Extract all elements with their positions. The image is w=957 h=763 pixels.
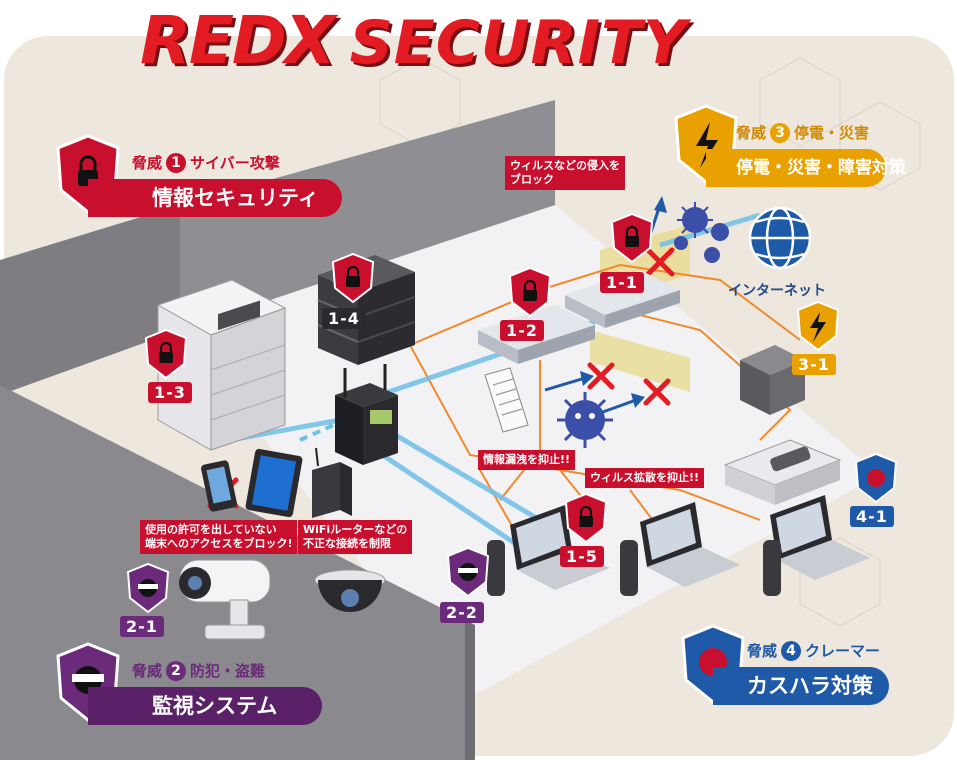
callout-unauthorized-access: 使用の許可を出していない 端末へのアクセスをブロック! (140, 520, 298, 554)
virus-arrowhead-left (580, 371, 594, 386)
virus-arrow-right (599, 398, 637, 415)
tablet-icon (245, 448, 303, 518)
label-2-2: 2-2 (440, 602, 484, 623)
label-1-5: 1-5 (560, 546, 604, 567)
threat-3-heading: 脅威 3 停電・災害 (706, 122, 886, 143)
callout-wifi-line2: 不正な接続を制限 (303, 537, 391, 550)
wifi-router-rogue (312, 447, 352, 518)
threat-2-number: 2 (166, 660, 187, 681)
callout-spread: ウィルス拡散を抑止!! (585, 468, 705, 488)
internet-label: インターネット (728, 283, 826, 299)
cordless-phones (487, 540, 781, 596)
threat-3-number: 3 (770, 122, 791, 143)
shield-mask-2-1 (126, 562, 170, 614)
callout-unauthorized-line1: 使用の許可を出していない (145, 523, 277, 536)
threat-1-prefix: 脅威 (132, 154, 163, 172)
laptop-right (770, 495, 870, 580)
label-1-1: 1-1 (600, 272, 644, 293)
threat-2-prefix: 脅威 (132, 662, 163, 680)
wifi-router-center (335, 364, 398, 465)
virus-icon-center (557, 392, 613, 448)
threat-1-title: 情報セキュリティ (88, 179, 342, 217)
back-wall (180, 100, 555, 330)
shield-lock-1-1 (610, 212, 654, 264)
brand-redx: REDX (140, 2, 336, 79)
callout-wifi-restrict: WiFiルーターなどの 不正な接続を制限 (298, 520, 413, 554)
front-wall-edge (465, 620, 475, 760)
threat-1-name: サイバー攻撃 (190, 154, 280, 172)
shield-lock-1-3 (144, 328, 188, 380)
callout-wifi-line1: WiFiルーターなどの (303, 523, 408, 536)
virus-spikes-top (677, 202, 713, 238)
threat-4-heading: 脅威 4 クレーマー (713, 640, 889, 661)
threat-2-name: 防犯・盗難 (190, 662, 266, 680)
virus-arrowhead-top (654, 196, 667, 213)
brand-security: SECURITY (349, 8, 688, 78)
internet-globe-icon (748, 206, 812, 270)
callout-leak: 情報漏洩を抑止!! (478, 450, 576, 470)
threat-3-prefix: 脅威 (736, 124, 767, 142)
smartphone-icon (201, 460, 237, 512)
label-1-2: 1-2 (500, 320, 544, 341)
left-wall-top (0, 205, 180, 395)
shield-mask-2-2 (446, 546, 490, 598)
threat-3-callout: 脅威 3 停電・災害 停電・災害・障害対策 (706, 122, 906, 187)
ups-box-3-1 (740, 345, 805, 415)
threat-4-number: 4 (781, 640, 802, 661)
threat-1-number: 1 (166, 152, 187, 173)
callout-unauthorized-line2: 端末へのアクセスをブロック! (145, 537, 293, 550)
virus-arrowhead-right (631, 393, 645, 408)
threat-4-callout: 脅威 4 クレーマー カスハラ対策 (713, 640, 889, 705)
firewall-pane-middle (590, 330, 690, 392)
threat-2-title: 監視システム (88, 687, 322, 725)
threat-1-callout: 脅威 1 サイバー攻撃 情報セキュリティ (88, 152, 342, 217)
label-3-1: 3-1 (792, 354, 836, 375)
desk-telephone (723, 439, 842, 505)
document-icon (484, 367, 529, 433)
dome-camera (314, 569, 386, 612)
shield-lock-1-4 (331, 252, 375, 304)
callout-virus-block: ウィルスなどの侵入を ブロック (505, 156, 625, 190)
callout-virus-block-line1: ウィルスなどの侵入を (510, 159, 620, 172)
virus-arrow-left (544, 376, 586, 392)
label-4-1: 4-1 (850, 506, 894, 527)
shield-angry-4-1 (854, 452, 898, 504)
threat-4-prefix: 脅威 (747, 642, 778, 660)
bullet-camera (179, 559, 271, 640)
label-2-1: 2-1 (120, 616, 164, 637)
threat-3-name: 停電・災害 (794, 124, 870, 142)
threat-2-callout: 脅威 2 防犯・盗難 監視システム (88, 660, 322, 725)
label-1-3: 1-3 (148, 382, 192, 403)
shield-bolt-3-1 (796, 300, 840, 352)
threat-3-title: 停電・災害・障害対策 (706, 149, 906, 187)
shield-lock-1-5 (564, 492, 608, 544)
label-1-4: 1-4 (322, 308, 366, 329)
shield-lock-1-2 (508, 266, 552, 318)
callout-virus-block-line2: ブロック (510, 173, 554, 186)
threat-2-heading: 脅威 2 防犯・盗難 (88, 660, 322, 681)
threat-1-heading: 脅威 1 サイバー攻撃 (88, 152, 342, 173)
laptop-center (640, 502, 740, 587)
threat-4-name: クレーマー (805, 642, 881, 660)
threat-4-title: カスハラ対策 (713, 667, 889, 705)
